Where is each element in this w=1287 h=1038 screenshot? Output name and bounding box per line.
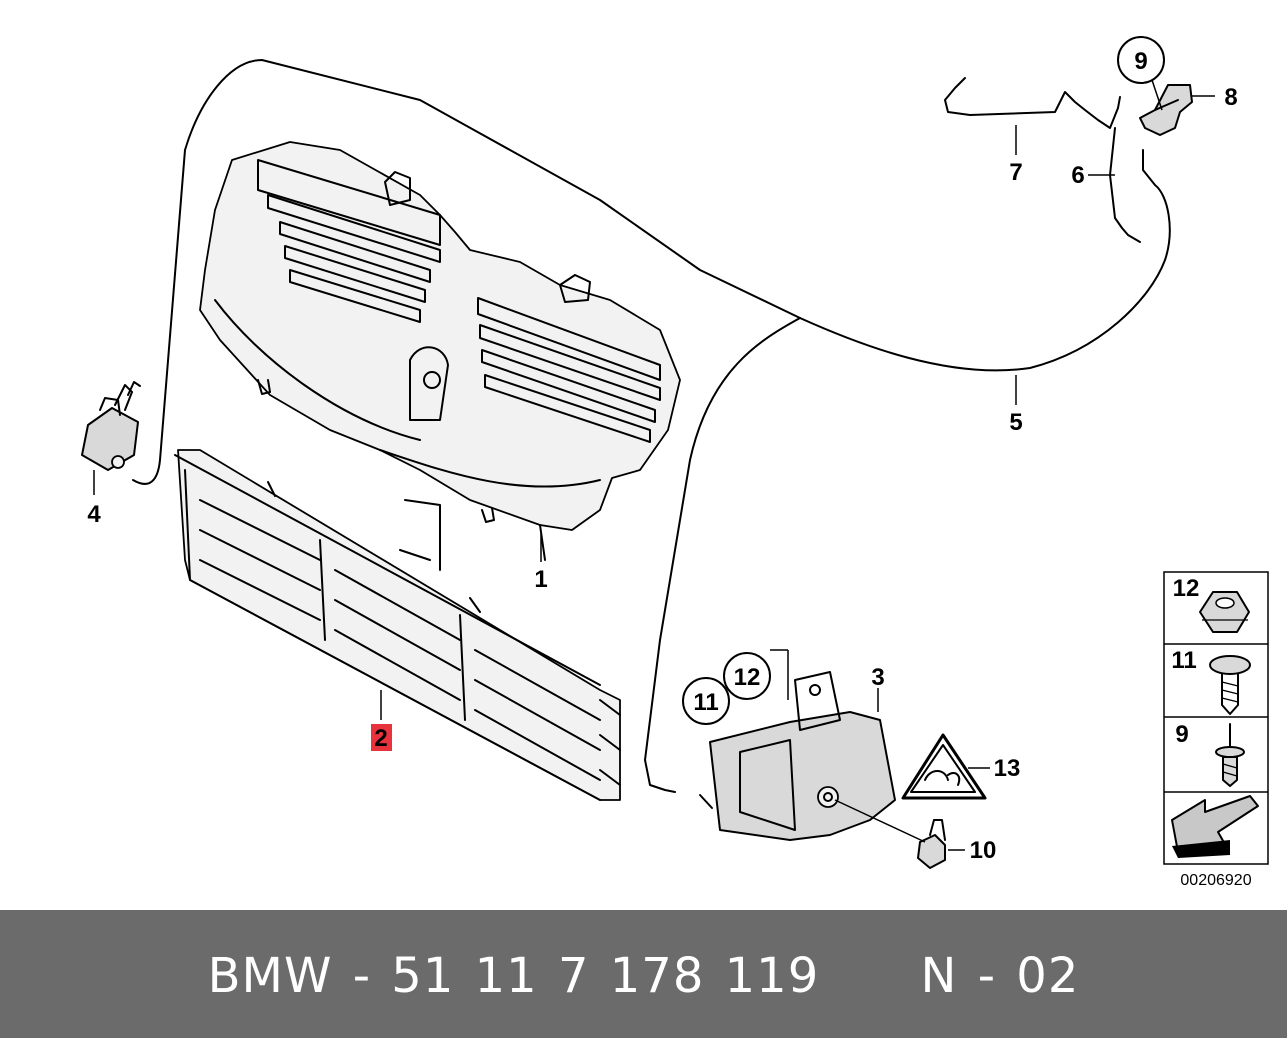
callouts: 1 2 3 4 5 6 7 8 9 10 11 12 13 [87,36,1238,864]
footer-brand: BMW [207,948,333,1004]
callout-8: 8 [1224,84,1237,111]
part-5-cable [132,59,1171,793]
callout-2: 2 [374,725,387,752]
footer-part-number: 51 11 7 178 119 [391,948,820,1004]
hex-nut-icon [1199,591,1250,633]
part-13-warning-label [901,733,987,800]
callout-4: 4 [87,501,101,528]
callout-12: 12 [734,664,761,691]
callout-11: 11 [693,689,718,716]
footer-gap [819,948,920,1004]
diagram-id: 00206920 [1180,872,1251,889]
screw-icon [1209,655,1251,715]
bolt-icon [1215,723,1245,787]
part-3-actuator [699,671,896,841]
part-2-air-flap-frame [174,449,621,801]
callout-7: 7 [1009,159,1022,186]
part-7-cable-end [944,77,1121,129]
part-1-grille-housing [199,141,681,561]
legend-number-12: 12 [1173,575,1200,602]
direction-arrow-icon [1171,795,1259,858]
footer-bar [0,910,1287,1038]
callout-5: 5 [1009,409,1022,436]
hardware-legend: 12 11 9 00206920 [1163,571,1269,889]
footer-separator: - [332,948,392,1004]
part-10-screw [917,819,946,869]
legend-number-11: 11 [1171,647,1196,674]
callout-13: 13 [994,755,1021,782]
part-6-cable-end [1109,127,1141,243]
footer-variant: N - 02 [920,948,1080,1004]
callout-3: 3 [871,664,884,691]
callout-9: 9 [1134,48,1147,75]
exploded-view-drawing: 1 2 3 4 5 6 7 8 9 10 11 12 13 [81,36,1269,889]
legend-number-9: 9 [1175,721,1188,748]
highlight-box [371,724,392,751]
callout-1: 1 [534,566,547,593]
part-8-clip [1139,84,1193,136]
footer-caption: BMW - 51 11 7 178 119 N - 02 [0,948,1287,1004]
callout-6: 6 [1071,162,1084,189]
part-4-connector [81,381,141,471]
callout-10: 10 [970,837,997,864]
